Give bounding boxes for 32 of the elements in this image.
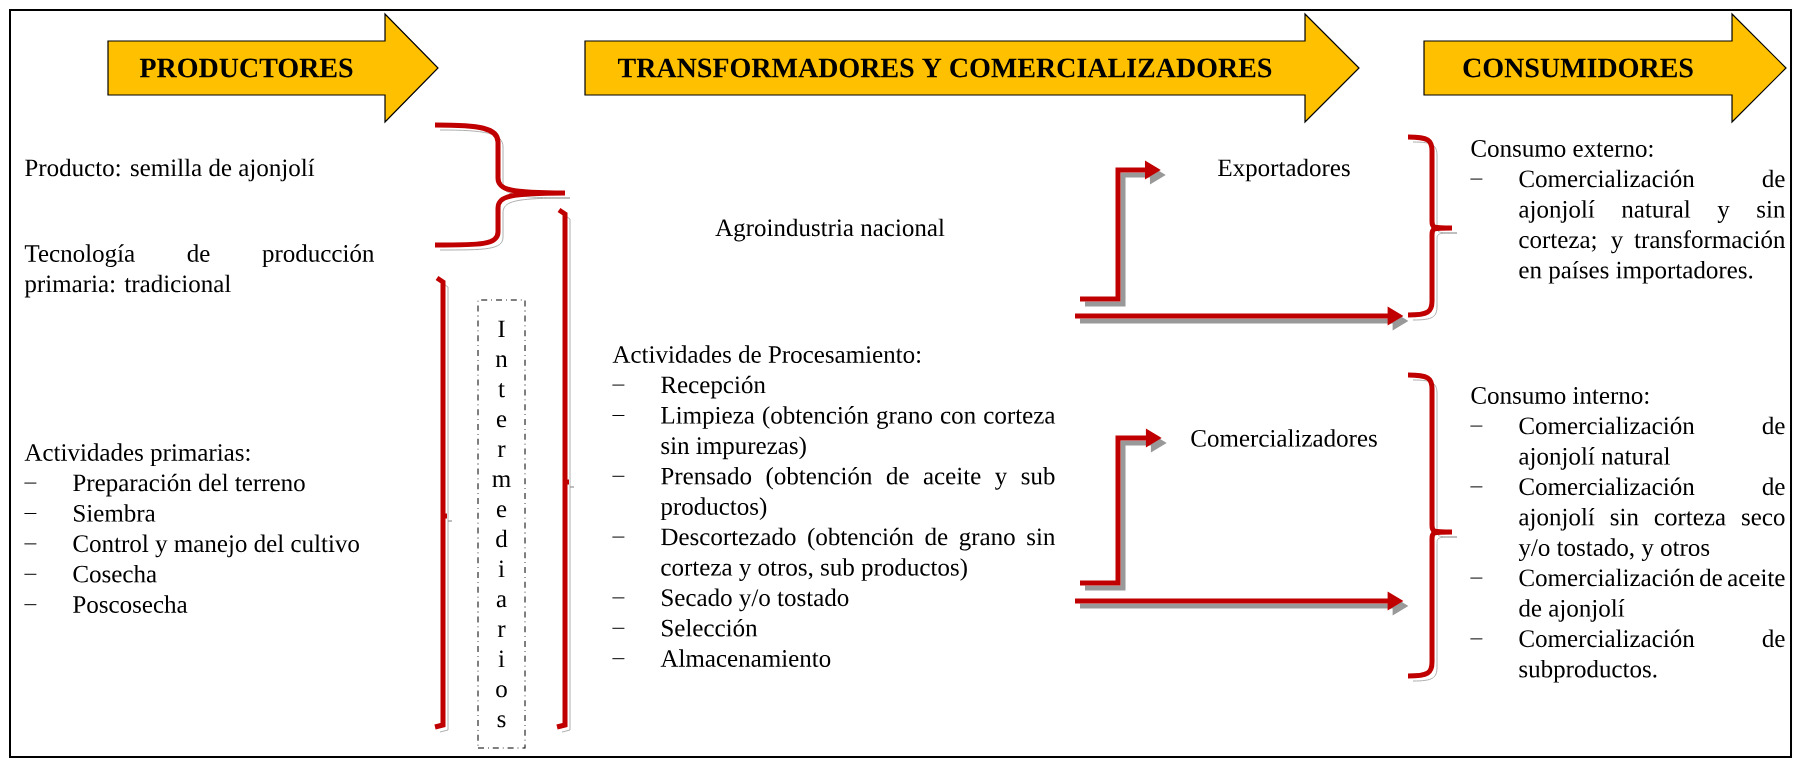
text-label: Exportadores bbox=[1218, 158, 1350, 182]
list-item: Comercialización de ajonjolí natural y sin corteza; y transformación en países importadores. bbox=[1469, 169, 1786, 284]
list-item: Comercialización de ajonjolí sin corteza seco y/o tostado, y otros bbox=[1469, 477, 1785, 562]
list-item: Siembra bbox=[23, 504, 156, 522]
list-item: Secado y/o tostado bbox=[611, 588, 849, 612]
list-item: Control y manejo del cultivo bbox=[23, 534, 359, 558]
list-item: Comercialización de aceite de ajonjolí bbox=[1469, 568, 1785, 622]
list-heading: Consumo externo: bbox=[1471, 140, 1653, 158]
text-label: Producto: semilla de ajonjolí bbox=[25, 158, 315, 182]
text-label: Comercializadores bbox=[1191, 429, 1377, 447]
list-item: Preparación del terreno bbox=[23, 473, 305, 497]
list-item: Poscosecha bbox=[23, 595, 188, 613]
list-heading: Actividades de Procesamiento: bbox=[612, 345, 921, 364]
dashed-box: I n t e r m e d i a r i o s bbox=[477, 299, 526, 749]
list-heading: Actividades primarias: bbox=[24, 443, 250, 466]
list-item: Almacenamiento bbox=[611, 649, 831, 667]
list-heading: Consumo interno: bbox=[1471, 387, 1649, 405]
list-item: Selección bbox=[611, 618, 758, 637]
list-item: Prensado (obtención de aceite y sub productos) bbox=[611, 466, 1055, 520]
heading-banner: CONSUMIDORES bbox=[1423, 12, 1787, 124]
list-item: Descortezado (obtención de grano sin corteza y otros, sub productos) bbox=[611, 527, 1056, 581]
text-label: Tecnología de producción primaria: tradicional bbox=[24, 244, 375, 298]
list-item: Comercialización de subproductos. bbox=[1469, 629, 1785, 683]
list-item: Limpieza (obtención grano con corteza sin impurezas) bbox=[611, 406, 1056, 460]
heading-banner: TRANSFORMADORES Y COMERCIALIZADORES bbox=[584, 12, 1360, 124]
curly-brace bbox=[1407, 134, 1458, 321]
text-label: Agroindustria nacional bbox=[715, 218, 945, 242]
curly-brace bbox=[1407, 372, 1458, 682]
list-item: Comercialización de ajonjolí natural bbox=[1469, 416, 1785, 470]
heading-banner: PRODUCTORES bbox=[107, 12, 439, 124]
list-item: Cosecha bbox=[23, 564, 157, 583]
list-item: Recepción bbox=[611, 375, 766, 399]
